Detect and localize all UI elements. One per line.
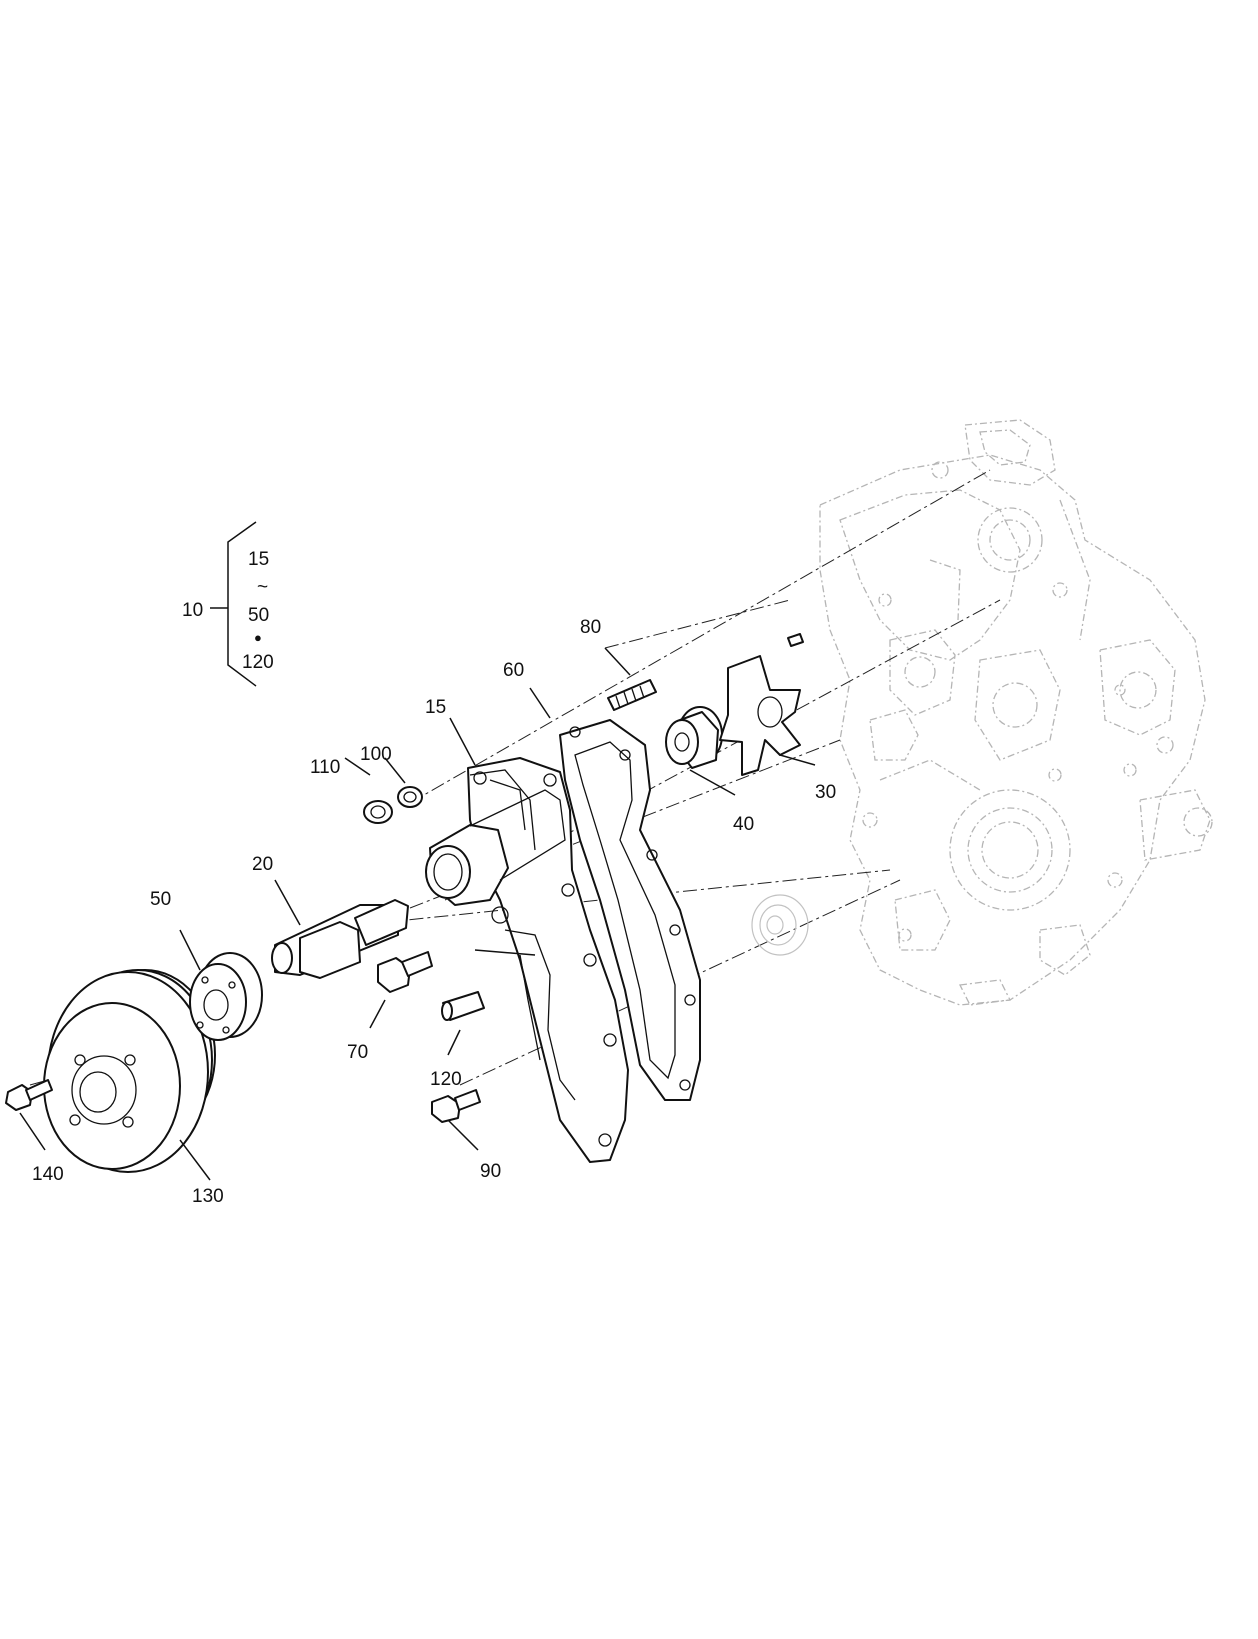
washer-100 (397, 786, 423, 808)
ghost-seal (751, 894, 809, 956)
callout-range-extra: 120 (242, 652, 274, 673)
callout-60: 60 (503, 660, 524, 681)
callout-120: 120 (430, 1069, 462, 1090)
callout-50: 50 (150, 889, 171, 910)
gasket (559, 719, 701, 1101)
dowel-pin (441, 991, 485, 1021)
callout-70: 70 (347, 1042, 368, 1063)
callout-range-end: 50 (248, 605, 269, 626)
callout-130: 130 (192, 1186, 224, 1207)
callout-110: 110 (310, 757, 340, 778)
callout-90: 90 (480, 1161, 501, 1182)
assembly-callout: 10 15 ~ 50 ● 120 (182, 549, 274, 673)
assembly-bracket (210, 521, 257, 687)
hub-flange (189, 952, 263, 1041)
stud-80 (607, 679, 657, 711)
callout-bullet: ● (254, 630, 262, 645)
bolt-70 (377, 951, 433, 993)
callout-10: 10 (182, 600, 203, 621)
callout-40: 40 (733, 814, 754, 835)
engine-block-outline (819, 419, 1213, 1006)
callout-80: 80 (580, 617, 601, 638)
pulley-bolt (5, 1079, 53, 1111)
callout-range-sep: ~ (257, 577, 268, 598)
leader-lines (19, 647, 816, 1181)
shaft-bearing (271, 899, 409, 979)
callout-100: 100 (360, 744, 392, 765)
nut-110 (363, 800, 393, 824)
callout-range-start: 15 (248, 549, 269, 570)
callout-140: 140 (32, 1164, 64, 1185)
seal-40 (665, 706, 723, 769)
bolt-90 (431, 1089, 481, 1123)
callout-20: 20 (252, 854, 273, 875)
small-pin (787, 633, 804, 647)
callout-30: 30 (815, 782, 836, 803)
pulley (43, 969, 216, 1173)
pump-housing (425, 757, 629, 1163)
callout-15: 15 (425, 697, 446, 718)
